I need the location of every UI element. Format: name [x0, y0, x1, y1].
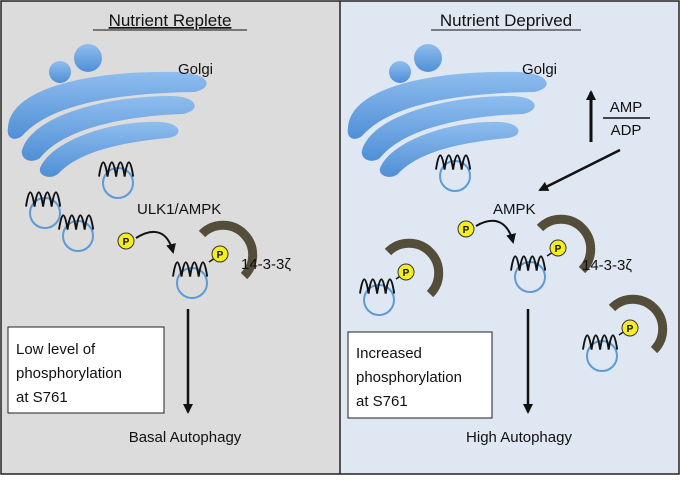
note-line-3: at S761 — [16, 389, 68, 406]
phosphorylated-vesicle: P — [582, 294, 668, 372]
ratio-numerator: AMP — [610, 99, 643, 116]
note-line-2: phosphorylation — [16, 365, 122, 382]
phosphorylated-vesicle: P — [172, 220, 258, 299]
ratio-denominator: ADP — [611, 122, 642, 139]
note-line-2: phosphorylation — [356, 369, 462, 386]
14-3-3-protein — [608, 294, 668, 354]
golgi-label: Golgi — [178, 61, 213, 78]
note-box — [7, 326, 165, 414]
phosphate-label: P — [463, 225, 470, 236]
right-panel: Nutrient Deprived Golgi AMP ADP AMPK P — [347, 11, 668, 446]
phosphate-label: P — [217, 250, 224, 261]
phosphorylation-arrow — [475, 219, 516, 244]
left-panel: Nutrient Replete Golgi ULK1/AMPK — [7, 11, 291, 446]
note-line-3: at S761 — [356, 393, 408, 410]
left-panel-title: Nutrient Replete — [109, 11, 232, 30]
phosphate-label: P — [123, 237, 130, 248]
golgi-vesicle — [389, 61, 411, 83]
golgi-cisterna — [347, 71, 547, 139]
ampk-activation-arrow — [538, 148, 621, 192]
note-box — [347, 331, 493, 419]
phosphorylated-vesicle: P — [359, 238, 444, 316]
phosphate-donor: P — [117, 232, 135, 250]
phosphorylation-arrow — [135, 230, 176, 254]
kinase-label: AMPK — [493, 201, 536, 218]
binding-protein-label: 14-3-3ζ — [582, 257, 632, 274]
golgi-cisterna — [39, 121, 179, 177]
vesicle — [58, 214, 95, 252]
golgi-label: Golgi — [522, 61, 557, 78]
note-line-1: Low level of — [16, 341, 96, 358]
golgi-vesicle — [74, 44, 102, 72]
outcome-label: High Autophagy — [466, 429, 572, 446]
golgi-cisterna — [379, 121, 519, 177]
golgi-stack-left — [7, 44, 207, 177]
14-3-3-protein — [384, 238, 444, 298]
golgi-vesicle — [414, 44, 442, 72]
golgi-cisterna — [21, 96, 195, 161]
golgi-cisterna — [361, 96, 535, 161]
note-line-1: Increased — [356, 345, 422, 362]
outcome-label: Basal Autophagy — [129, 429, 242, 446]
phosphorylated-vesicle: P — [510, 214, 596, 293]
kinase-label: ULK1/AMPK — [137, 201, 221, 218]
phosphate-label: P — [627, 324, 634, 335]
14-3-3-protein — [198, 220, 258, 280]
phosphate-label: P — [403, 268, 410, 279]
vesicle — [435, 154, 472, 192]
vesicle — [98, 161, 135, 199]
phosphate-label: P — [555, 244, 562, 255]
phosphate-donor: P — [457, 220, 475, 238]
golgi-vesicle — [49, 61, 71, 83]
golgi-stack-right — [347, 44, 547, 177]
vesicle — [25, 191, 62, 229]
binding-protein-label: 14-3-3ζ — [241, 256, 291, 273]
golgi-cisterna — [7, 71, 207, 139]
14-3-3-protein — [536, 214, 596, 274]
right-panel-title: Nutrient Deprived — [440, 11, 572, 30]
